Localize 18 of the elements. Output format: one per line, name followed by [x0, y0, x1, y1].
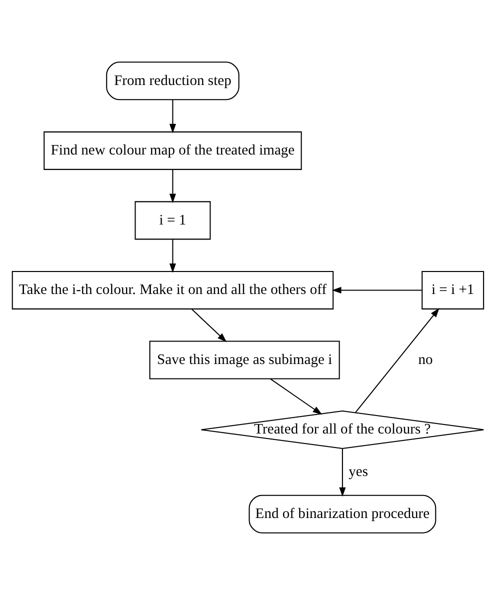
arrow [169, 238, 176, 272]
edge-label: yes [348, 463, 368, 480]
arrow [270, 378, 322, 414]
arrow [191, 308, 227, 342]
node-box: Save this image as subimage i [149, 340, 340, 379]
arrow [169, 169, 176, 203]
node-box: i = 1 [134, 200, 211, 240]
arrow [169, 99, 176, 133]
edge-label: no [418, 351, 433, 368]
node-box: i = i +1 [422, 270, 484, 309]
arrow [355, 308, 440, 412]
arrow [339, 448, 346, 496]
node-diamond: Treated for all of the colours ? [200, 410, 484, 449]
node-box: End of binarization procedure [248, 494, 436, 533]
arrow [332, 286, 422, 293]
node-box: Take the i-th colour. Make it on and all the others off [12, 270, 334, 309]
node-box: From reduction step [106, 61, 240, 100]
node-box: Find new colour map of the treated image [44, 130, 302, 170]
